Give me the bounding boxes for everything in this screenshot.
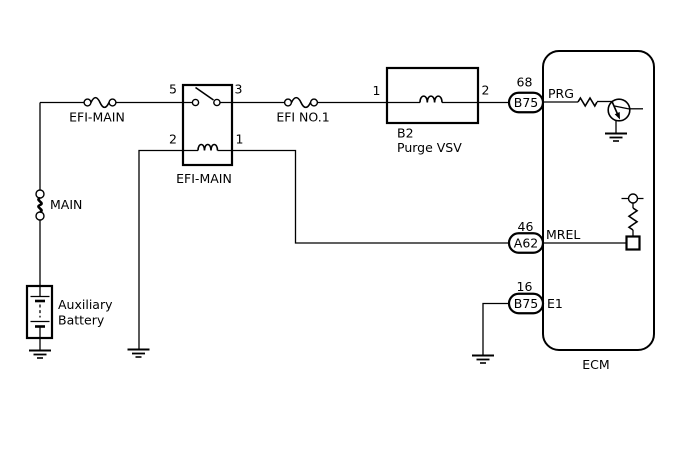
efi-no1-fuse-symbol xyxy=(283,96,319,109)
mrel-terminal-square xyxy=(625,235,641,251)
ground-icon-battery xyxy=(29,349,51,359)
link-element-icon xyxy=(37,196,43,214)
ecm-label: ECM xyxy=(582,357,609,372)
vsv-pin-2: 2 xyxy=(482,83,490,98)
fuse-end-icon xyxy=(83,98,92,107)
link-end-icon xyxy=(35,189,45,199)
ecm-outline xyxy=(542,50,655,351)
mrel-node-icon xyxy=(627,193,639,204)
vsv-code-label: B2 xyxy=(397,126,414,141)
efi-main-relay xyxy=(181,83,234,167)
fuse-efi-main-label: EFI-MAIN xyxy=(69,110,125,125)
relay-coil-icon xyxy=(197,143,219,151)
connector-b75-prg-code: B75 xyxy=(514,95,538,110)
vsv-pin-1: 1 xyxy=(373,83,381,98)
purge-vsv-box xyxy=(385,66,480,125)
relay-pin-1: 1 xyxy=(236,132,244,147)
connector-a62-code: A62 xyxy=(514,236,538,251)
transistor-body-icon xyxy=(607,98,631,122)
connector-b75-e1-code: B75 xyxy=(514,296,538,311)
ground-icon-e1 xyxy=(472,354,494,364)
contact-icon xyxy=(191,98,200,107)
mrel-terminal-label: MREL xyxy=(546,227,580,242)
fuse-element-icon xyxy=(290,96,312,109)
link-end-icon xyxy=(35,211,45,221)
resistor-icon-mrel xyxy=(627,207,639,231)
fuse-end-icon xyxy=(283,98,293,107)
ecm-box xyxy=(542,50,655,351)
relay-pin-3: 3 xyxy=(235,82,243,97)
wire-e1-to-ground xyxy=(482,302,509,355)
auxiliary-battery xyxy=(25,284,54,340)
transistor-icon xyxy=(607,98,631,122)
e1-pin-number: 16 xyxy=(517,279,533,294)
fuse-end-icon xyxy=(108,98,117,107)
switch-blade-icon xyxy=(195,86,214,101)
connector-b75-e1 xyxy=(507,292,545,315)
battery-cells-icon xyxy=(30,286,50,328)
vsv-coil-icon xyxy=(419,95,443,103)
relay-pin-5: 5 xyxy=(169,82,177,97)
emitter-arrow-icon xyxy=(614,112,620,120)
battery-label-line1: Auxiliary xyxy=(58,297,113,312)
relay-pin-2: 2 xyxy=(169,132,177,147)
relay-label: EFI-MAIN xyxy=(176,171,232,186)
vsv-name-label: Purge VSV xyxy=(397,140,462,155)
wires xyxy=(39,100,644,355)
fuse-element-icon xyxy=(90,96,110,109)
fuse-efi-no1-label: EFI NO.1 xyxy=(276,110,329,125)
battery-label-line2: Battery xyxy=(58,313,105,328)
fuse-end-icon xyxy=(309,98,319,107)
main-fusible-link-symbol xyxy=(35,189,45,221)
prg-pin-number: 68 xyxy=(517,75,533,90)
prg-terminal-label: PRG xyxy=(548,86,574,101)
mrel-pin-number: 46 xyxy=(518,219,534,234)
e1-terminal-label: E1 xyxy=(547,296,563,311)
connector-a62-mrel xyxy=(507,232,545,254)
ground-icon-relay-coil xyxy=(127,348,150,358)
vsv-box xyxy=(385,66,480,125)
relay-box xyxy=(181,83,234,167)
wire-relay-pin1-to-mrel xyxy=(217,149,509,244)
ground-icon-transistor xyxy=(605,132,627,142)
resistor-icon-prg xyxy=(577,96,598,108)
contact-icon xyxy=(213,98,221,107)
wire-relay-pin2-to-ground xyxy=(138,149,198,349)
relay-switch-icon xyxy=(191,86,221,107)
transistor-collector-icon xyxy=(614,105,629,110)
efi-main-fuse-symbol xyxy=(83,96,117,109)
connector-b75-prg xyxy=(507,91,545,114)
fusible-link-main-label: MAIN xyxy=(50,197,82,212)
